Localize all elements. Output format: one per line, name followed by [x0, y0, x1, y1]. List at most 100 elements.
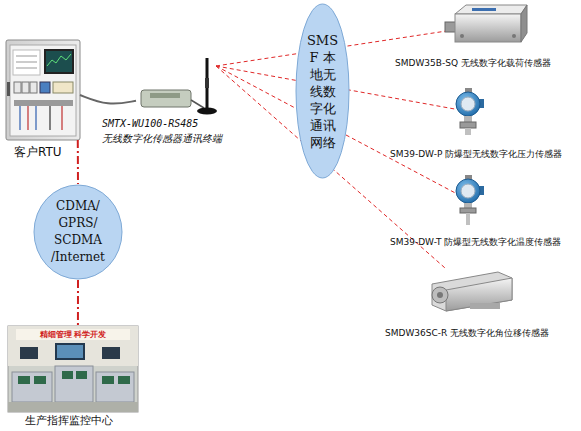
monitoring-center-photo: [8, 326, 138, 412]
cabinet-body: [6, 40, 80, 140]
terminal-body: [141, 90, 191, 107]
shaft: [437, 292, 443, 298]
rtu-node: 客户RTU: [6, 40, 80, 140]
wire: [19, 106, 20, 130]
node-text: 客户RTU: [14, 144, 62, 160]
sensor-stem: [465, 128, 471, 135]
shield-front: [446, 278, 512, 311]
wireless-terminal: [141, 58, 217, 115]
console-monitor: [102, 376, 114, 384]
node-text: SM39-DW-P 防爆型无线数字化压力传感器: [390, 148, 562, 160]
wire: [49, 106, 50, 130]
sensor-connector: [445, 22, 456, 32]
wall-screen: [102, 347, 120, 359]
ellipse-shape: [296, 4, 349, 178]
terminal-node: SMTX-WU100-RS485 无线数字化传感器通讯终端: [136, 55, 216, 116]
cabinet-panel: [10, 45, 76, 136]
module-line: [16, 62, 37, 63]
sensor-plate: [472, 8, 496, 11]
probe-stem: [466, 213, 470, 225]
sensor-side: [521, 5, 527, 42]
sensor-front: [455, 14, 521, 42]
terminal-strip: [14, 100, 73, 106]
relay: [53, 82, 73, 93]
sensor-shield: [432, 272, 512, 311]
bolt: [460, 34, 464, 38]
bolt: [512, 34, 516, 38]
wall-screen-image: [57, 345, 83, 358]
breaker: [14, 82, 21, 93]
wire: [27, 106, 28, 130]
breaker: [22, 82, 29, 93]
power-supply: [40, 82, 50, 93]
load-sensor-node: SMDW35B-SQ 无线数字化载荷传感器: [445, 3, 527, 47]
angle-sensor: [432, 272, 512, 311]
wall-screen: [20, 347, 38, 359]
node-text: SM39-DW-T 防爆型无线数字化温度传感器: [390, 236, 561, 248]
breaker-row: [14, 82, 73, 93]
console: [55, 366, 93, 402]
sensor-head: [456, 92, 480, 116]
rtu-cabinet: [6, 40, 80, 140]
door-handle: [7, 82, 10, 96]
mount-base: [470, 303, 500, 309]
console-monitor: [76, 371, 87, 379]
sensor-window: [461, 184, 475, 198]
console-monitor: [62, 371, 73, 379]
node-text: SMTX-WU100-RS485 无线数字化传感器通讯终端: [102, 117, 234, 146]
console-monitor: [34, 376, 46, 384]
console-monitor: [18, 376, 30, 384]
pressure-sensor: [456, 88, 484, 135]
photo-floor: [8, 402, 138, 412]
shaft-end: [432, 287, 448, 303]
cabinet-screen: [46, 51, 72, 72]
sensor-neck: [464, 116, 472, 122]
sensor-neck: [464, 203, 472, 208]
remote-link: [77, 280, 79, 326]
node-text: SMDW35B-SQ 无线数字化载荷传感器: [395, 57, 551, 69]
wire: [61, 106, 62, 130]
antenna-cable: [191, 100, 204, 108]
node-text: 生产指挥监控中心: [25, 414, 113, 429]
temperature-sensor: [456, 175, 484, 225]
wall-banner-text: 精细管理 科学开发: [18, 330, 128, 339]
temperature-sensor-node: SM39-DW-T 防爆型无线数字化温度传感器: [455, 175, 482, 225]
screen-trace: [47, 54, 71, 66]
load-sensor: [445, 5, 527, 42]
rtu-cable: [80, 95, 136, 104]
angle-sensor-node: SMDW36SC-R 无线数字化角位移传感器: [428, 268, 512, 312]
console: [96, 372, 134, 402]
photo-wall: [8, 326, 138, 366]
sensor-top: [455, 5, 527, 14]
antenna-coil: [205, 78, 209, 88]
hex-nut: [460, 122, 476, 128]
console: [12, 372, 52, 402]
terminal-plate: [150, 93, 180, 98]
module-line: [16, 68, 37, 69]
node-text: SMDW36SC-R 无线数字化角位移传感器: [385, 327, 549, 339]
node-text: CDMA/ GPRS/ SCDMA /Internet: [48, 198, 108, 266]
console-monitor: [118, 376, 130, 384]
node-text: SMSF 本地无线数字化通讯网络: [305, 32, 341, 151]
antenna-whip: [206, 58, 209, 109]
photo-frame: [8, 326, 138, 412]
wall-screen: [55, 343, 85, 360]
antenna-base: [197, 108, 217, 115]
module-line: [16, 56, 37, 57]
wall-banner: [16, 329, 130, 340]
remote-link: [77, 140, 79, 184]
breaker: [30, 82, 37, 93]
sensor-head: [456, 179, 480, 203]
ellipse-shape: [34, 185, 122, 279]
cabinet-screen-frame: [44, 49, 74, 74]
ellipse-outline: [33, 184, 123, 280]
carrier-ellipse: CDMA/ GPRS/ SCDMA /Internet: [33, 184, 123, 280]
sensor-window: [461, 97, 475, 111]
network-ellipse: SMSF 本地无线数字化通讯网络: [295, 3, 350, 179]
hex-nut: [460, 208, 476, 213]
cabinet-module: [13, 50, 40, 75]
pressure-sensor-node: SM39-DW-P 防爆型无线数字化压力传感器: [455, 88, 482, 135]
wire: [35, 106, 36, 130]
